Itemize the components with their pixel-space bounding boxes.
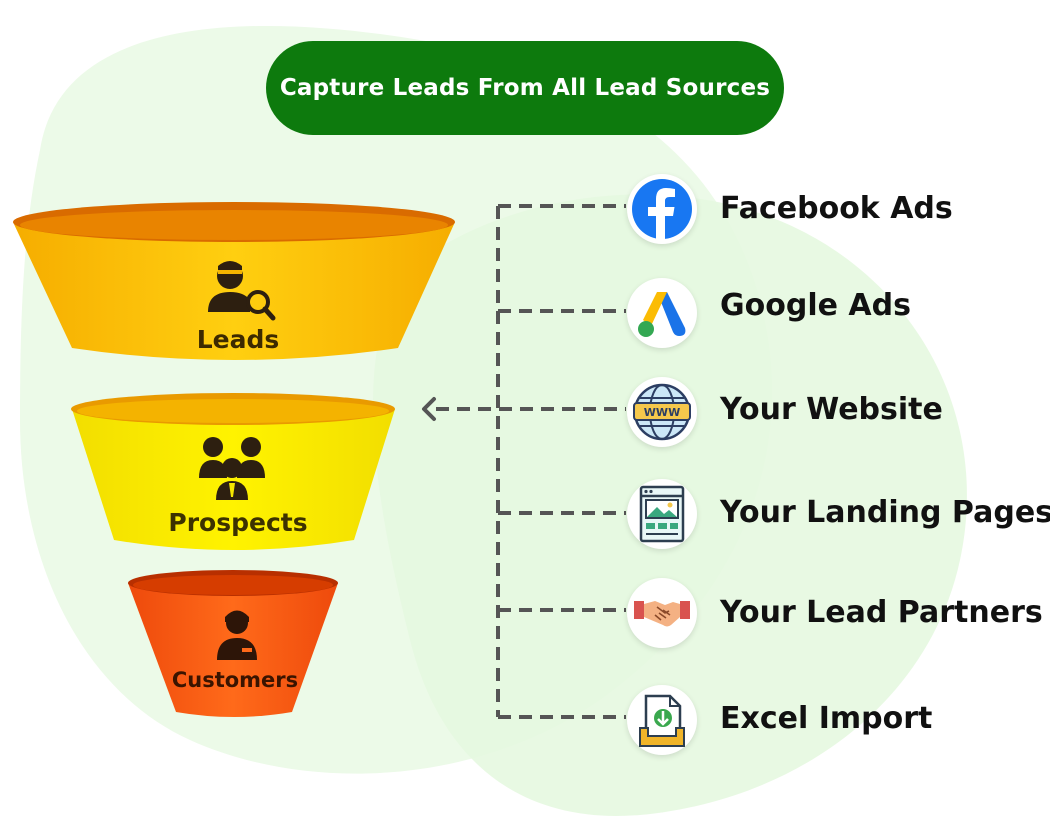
facebook-icon: [627, 174, 697, 244]
connector-lines: [436, 204, 626, 719]
source-label-landing-pages: Your Landing Pages: [720, 495, 1050, 530]
funnel-stage-prospects: [71, 393, 395, 550]
svg-text:WWW: WWW: [644, 406, 680, 419]
customer-icon: [217, 610, 257, 660]
source-label-google-ads: Google Ads: [720, 288, 911, 323]
globe-www-icon: WWW: [627, 377, 697, 447]
arrow-left-icon: [422, 397, 436, 421]
handshake-icon: [627, 578, 697, 648]
landing-page-icon: [627, 479, 697, 549]
group-icon: [199, 437, 265, 500]
funnel-label-customers: Customers: [171, 668, 299, 692]
funnel-label-prospects: Prospects: [168, 508, 308, 537]
user-search-icon: [208, 261, 276, 321]
source-label-facebook-ads: Facebook Ads: [720, 191, 953, 226]
source-label-excel-import: Excel Import: [720, 701, 933, 736]
excel-import-icon: [627, 685, 697, 755]
funnel-stage-leads: [13, 202, 455, 360]
funnel-label-leads: Leads: [196, 325, 280, 354]
source-label-your-website: Your Website: [720, 392, 943, 427]
title-banner: Capture Leads From All Lead Sources: [266, 41, 784, 135]
source-label-lead-partners: Your Lead Partners: [720, 595, 1043, 630]
google-ads-icon: [627, 278, 697, 348]
